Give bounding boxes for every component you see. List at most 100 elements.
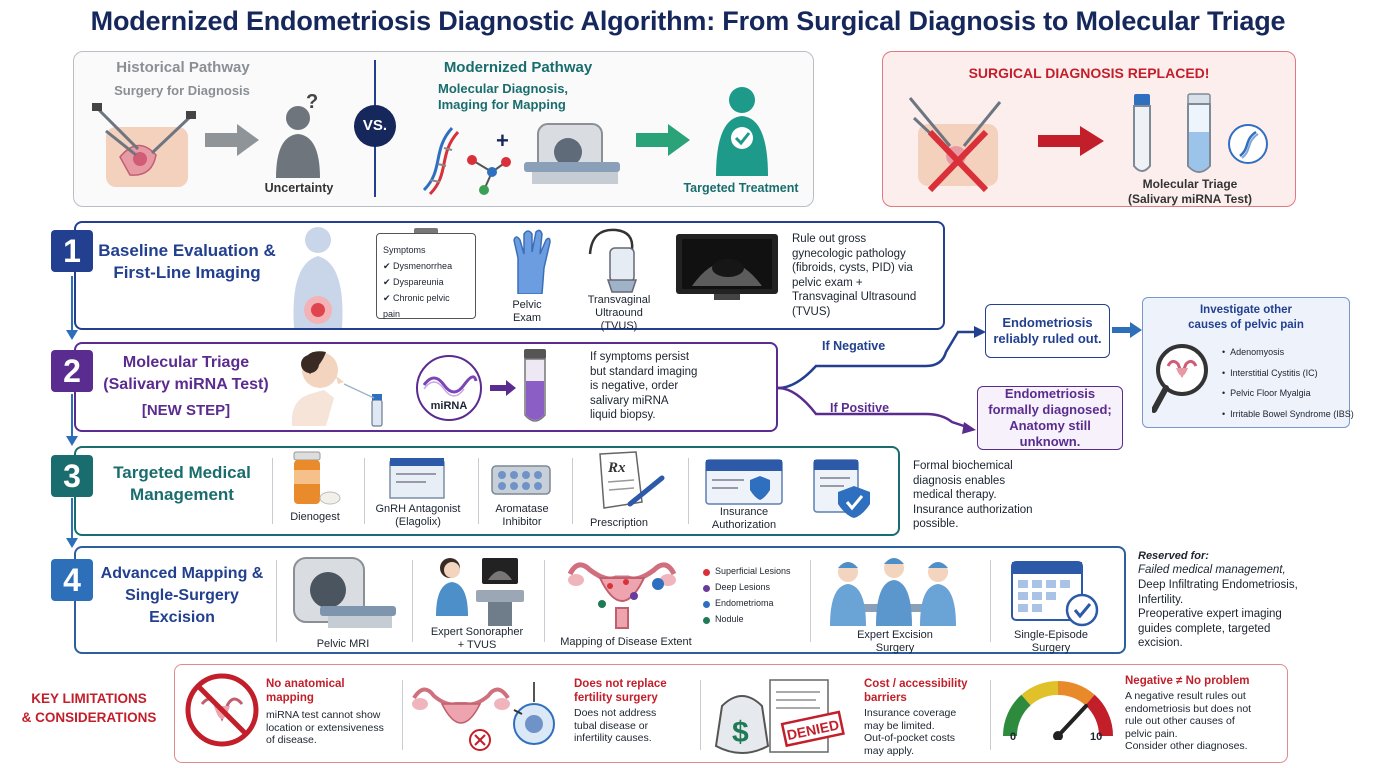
symptom-label: Chronic pelvic pain [383,293,450,319]
risk-gauge-icon [1002,680,1114,740]
svg-text:+: + [496,128,509,153]
divider [276,560,277,642]
insurance-authorization-label: Insurance Authorization [711,506,777,531]
surgical-replaced-title: SURGICAL DIAGNOSIS REPLACED! [968,65,1210,81]
list-item-label: Interstitial Cystitis (IC) [1230,367,1318,378]
step-2-description: If symptoms persist but standard imaging… [590,351,698,421]
prescription-label: Prescription [589,517,649,529]
crossed-surgery-icon [908,97,1002,193]
step-1-card [74,221,945,330]
dna-molecule-mri-illustration: + [422,123,620,196]
gnrh-antagonist-label: GnRH Antagonist (Elagolix) [375,503,461,528]
calendar-check-icon [1011,561,1099,627]
magnifier-uterus-icon [1152,344,1208,413]
modern-pathway-subtitle: Molecular Diagnosis, Imaging for Mapping [438,81,569,112]
limitation-heading: No anatomical mapping [266,678,345,704]
no-mapping-icon [185,673,259,747]
legend-swatch [703,617,710,624]
patient-saliva-icon [291,351,383,427]
investigate-title: Investigate other causes of pelvic pain [1188,304,1304,331]
legend-label: Deep Lesions [715,582,771,592]
cost-denied-icon: $ DENIED [714,679,845,754]
symptoms-clipboard: Symptoms ✔ Dysmenorrhea ✔ Dyspareunia ✔ … [376,233,476,319]
limitation-text: Does not address tubal disease or infert… [574,707,657,744]
mapping-label: Mapping of Disease Extent [560,636,692,648]
list-item: • Pelvic Floor Myalgia [1222,388,1311,398]
surgery-illustration [92,103,196,187]
legend-label: Endometrioma [715,598,774,608]
legend-swatch [703,585,710,592]
arrow-icon [205,124,259,156]
legend-label: Superficial Lesions [715,566,791,576]
blister-pack-icon [491,465,551,495]
targeted-treatment-label: Targeted Treatment [683,181,799,195]
uncertain-person-icon: ? [276,92,320,178]
legend-swatch [703,601,710,608]
symptom-label: Dysmenorrhea [393,261,453,271]
gauge-min: 0 [1010,731,1017,743]
fertility-icon [412,682,555,751]
symptom-item: ✔ Dysmenorrhea [383,261,453,271]
test-tube-icon [524,349,546,422]
insurance-card-icon [705,459,783,505]
symptom-label: Dyspareunia [393,277,444,287]
mirna-icon [416,355,482,421]
pelvic-exam-label: Pelvic Exam [512,299,542,324]
if-positive-label: If Positive [830,401,890,415]
step-1-description: Rule out gross gynecologic pathology (fi… [792,233,917,318]
limitation-heading: Cost / accessibility barriers [864,678,968,704]
aromatase-inhibitor-label: Aromatase Inhibitor [495,503,549,528]
surgical-team-icon [830,558,956,626]
female-torso-icon [293,227,343,328]
divider [364,458,365,524]
svg-text:$: $ [732,716,749,749]
mirna-label: miRNA [430,400,468,412]
divider [990,680,991,750]
step-2-number: 2 [51,350,93,392]
mri-scanner-icon [293,557,396,628]
divider [810,560,811,642]
modern-pathway-title: Modernized Pathway [443,59,593,76]
gauge-max: 10 [1090,731,1103,743]
ultrasound-probe-icon [588,228,638,293]
legend-label: Nodule [715,614,744,624]
arrow-icon [636,124,690,156]
uncertainty-label: Uncertainty [264,181,334,195]
limitation-text: miRNA test cannot show location or exten… [266,709,384,746]
arrow-icon [490,380,516,396]
sonographer-icon [436,558,524,626]
limitation-text: A negative result rules out endometriosi… [1125,690,1252,752]
prescription-icon: Rx [599,451,665,509]
divider [272,458,273,524]
clipboard-clip [414,228,438,236]
tvus-label: Transvaginal Ultraound (TVUS) [587,294,651,332]
svg-text:?: ? [306,92,318,113]
reserved-title: Reserved for: [1138,550,1209,562]
divider [412,560,413,642]
page-title: Modernized Endometriosis Diagnostic Algo… [90,6,1286,36]
limitation-heading: Negative ≠ No problem [1125,675,1250,687]
key-limitations-title: KEY LIMITATIONS & CONSIDERATIONS [21,691,157,725]
step-1-heading: Baseline Evaluation & First-Line Imaging [98,241,276,282]
divider [478,458,479,524]
historical-pathway-subtitle: Surgery for Diagnosis [114,83,250,98]
flow-connector [66,276,78,548]
step-4-heading: Advanced Mapping & Single-Surgery Excisi… [100,565,264,626]
new-step-badge: [NEW STEP] [141,402,231,419]
rx-symbol: Rx [607,460,626,476]
investigate-list: • Adenomyosis • Interstitial Cystitis (I… [1222,342,1354,424]
pathway-comparison-panel [73,51,814,207]
step-2-heading: Molecular Triage (Salivary miRNA Test) [103,354,269,393]
reserved-description: Deep Infiltrating Endometriosis, Inferti… [1138,579,1298,649]
healthy-person-icon [716,87,768,176]
authorization-shield-icon [813,459,870,518]
divider [544,560,545,642]
sonographer-label: Expert Sonorapher + TVUS [430,626,524,651]
vs-badge: VS. [354,105,396,147]
pelvic-mri-label: Pelvic MRI [316,638,370,650]
step-3-description: Formal biochemical diagnosis enables med… [913,460,1033,530]
symptom-item: ✔ Chronic pelvic pain [383,293,450,319]
historical-pathway-title: Historical Pathway [116,59,250,76]
divider [700,680,701,750]
limitation-text: Insurance coverage may be limited. Out-o… [864,707,957,757]
